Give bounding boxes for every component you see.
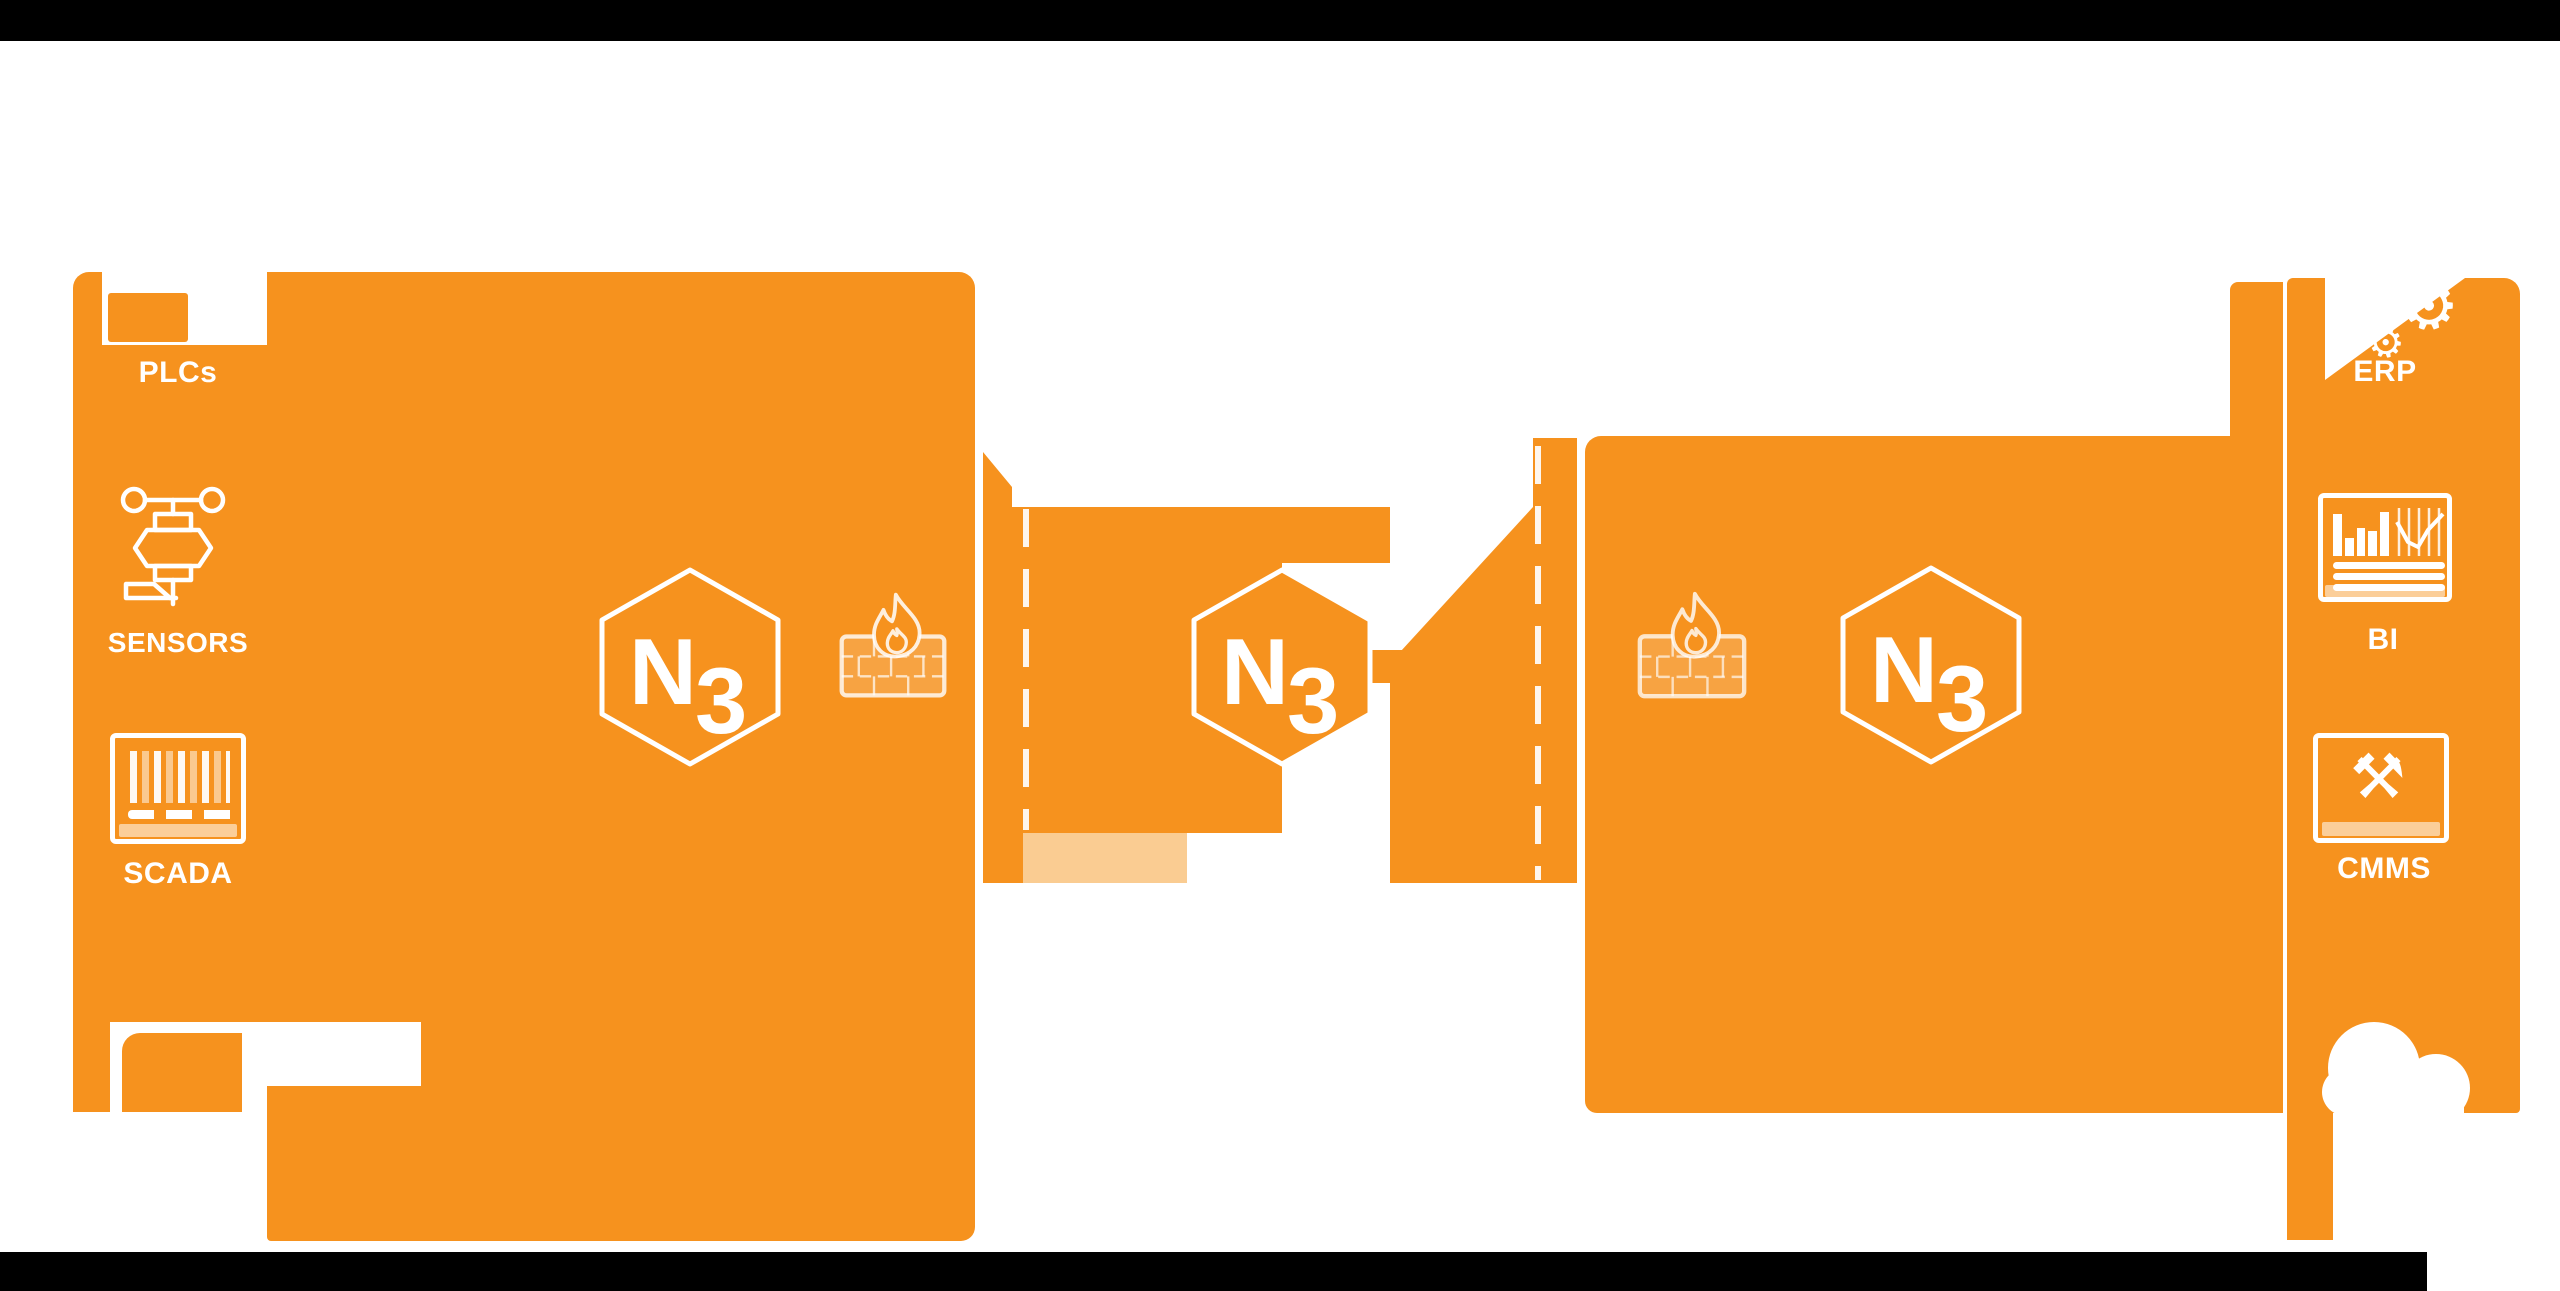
it-firewall-icon	[1637, 591, 1747, 699]
bottom-letterbox-bar	[0, 1252, 2427, 1291]
ot-firewall-icon	[839, 592, 947, 698]
dmz-logo-n: N	[1221, 619, 1289, 724]
plcs-label: PLCs	[138, 356, 218, 389]
ot-panel-filler	[255, 345, 270, 1022]
it-column-upper-piece	[2230, 282, 2283, 436]
scada-dashes	[128, 810, 234, 819]
it-column-bar-stub	[2287, 1113, 2333, 1240]
sensors-icon	[120, 486, 226, 607]
dmz-light-band	[1023, 833, 1187, 883]
ot-icon-column-stub	[73, 1022, 110, 1112]
bi-text-line	[2333, 573, 2445, 580]
cmms-icon: ⚒	[2313, 733, 2449, 843]
plc-icon	[108, 293, 188, 342]
erp-label: ERP	[2353, 355, 2417, 388]
ot-logo-n: N	[629, 619, 697, 724]
dmz-n3-hexagon-logo: N 3	[1191, 567, 1373, 767]
top-letterbox-bar	[0, 0, 2560, 41]
cmms-label: CMMS	[2337, 852, 2431, 885]
ot-dmz-boundary-dashed-line	[1023, 509, 1029, 830]
cloud-icon	[2322, 1022, 2470, 1113]
bi-icon	[2318, 493, 2452, 602]
ot-icon-column	[73, 272, 261, 1022]
device-icon-fragment	[122, 1033, 242, 1112]
scada-icon	[110, 733, 246, 844]
dmz-it-boundary-dashed-line	[1535, 446, 1541, 880]
ot-logo-3: 3	[695, 648, 747, 753]
ot-edge-pale-line	[976, 452, 982, 905]
dmz-logo-3: 3	[1287, 648, 1339, 753]
it-logo-3: 3	[1936, 646, 1988, 751]
bi-bar-chart	[2333, 510, 2389, 556]
it-logo-n: N	[1870, 617, 1938, 722]
scada-strip	[119, 824, 237, 837]
scada-bars	[130, 751, 230, 803]
scada-label: SCADA	[123, 857, 233, 890]
bi-strip	[2325, 585, 2445, 597]
ot-bottom-cutout	[73, 1112, 267, 1241]
it-edge-pale-line	[1577, 438, 1583, 883]
dmz-hexagon-stub	[1372, 650, 1402, 683]
ot-n3-hexagon-logo: N 3	[599, 567, 781, 767]
cmms-strip	[2322, 822, 2440, 836]
bi-label: BI	[2367, 623, 2399, 656]
bi-text-line	[2333, 562, 2445, 569]
it-n3-hexagon-logo: N 3	[1840, 565, 2022, 765]
dmz-arrow-piece	[1390, 507, 1533, 883]
it-icon-column	[2287, 278, 2520, 1113]
it-main-panel	[1585, 436, 2283, 1113]
tools-icon: ⚒	[2350, 740, 2406, 813]
bi-line-chart	[2395, 508, 2445, 556]
ot-dmz-connector-band	[983, 452, 1012, 883]
sensors-label: SENSORS	[107, 627, 249, 658]
dmz-panel-edge-strip	[1012, 833, 1023, 883]
